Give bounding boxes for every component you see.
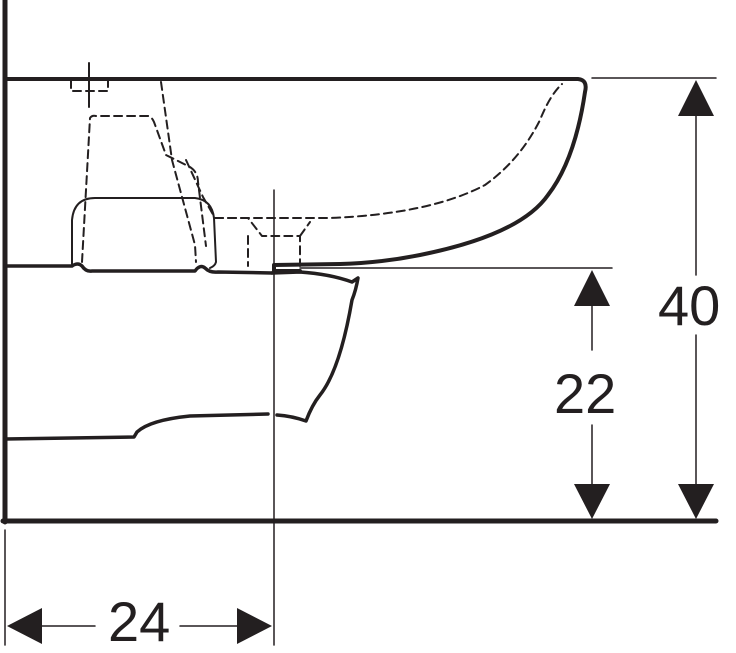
arrowheads [7, 80, 714, 644]
arrow-up-icon [574, 270, 610, 306]
arrow-down-icon [574, 484, 610, 519]
dimension-label-rim-height: 22 [552, 362, 619, 425]
body-underside [270, 270, 360, 423]
arrow-down-icon [678, 484, 714, 519]
mounting-base [3, 262, 274, 275]
dimension-label-wall-distance: 24 [104, 594, 175, 650]
arrow-left-icon [7, 608, 42, 644]
dimension-label-total-height: 40 [656, 274, 723, 337]
bowl-outline [3, 77, 588, 273]
arrow-right-icon [237, 608, 272, 644]
arrow-up-icon [678, 80, 714, 116]
